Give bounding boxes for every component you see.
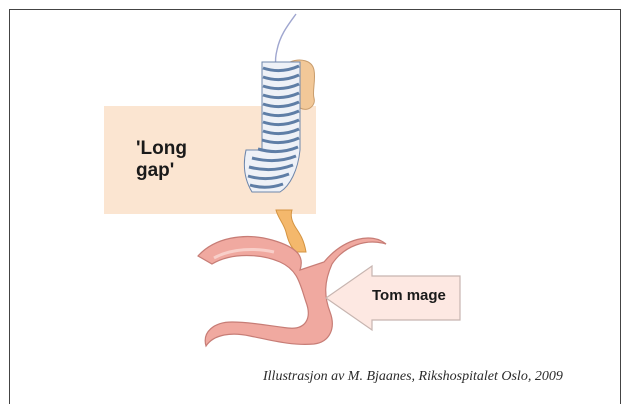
empty-stomach-label: Tom mage xyxy=(372,287,446,304)
long-gap-label: 'Long gap' xyxy=(136,138,187,182)
figure-caption: Illustrasjon av M. Bjaanes, Rikshospital… xyxy=(263,369,563,385)
